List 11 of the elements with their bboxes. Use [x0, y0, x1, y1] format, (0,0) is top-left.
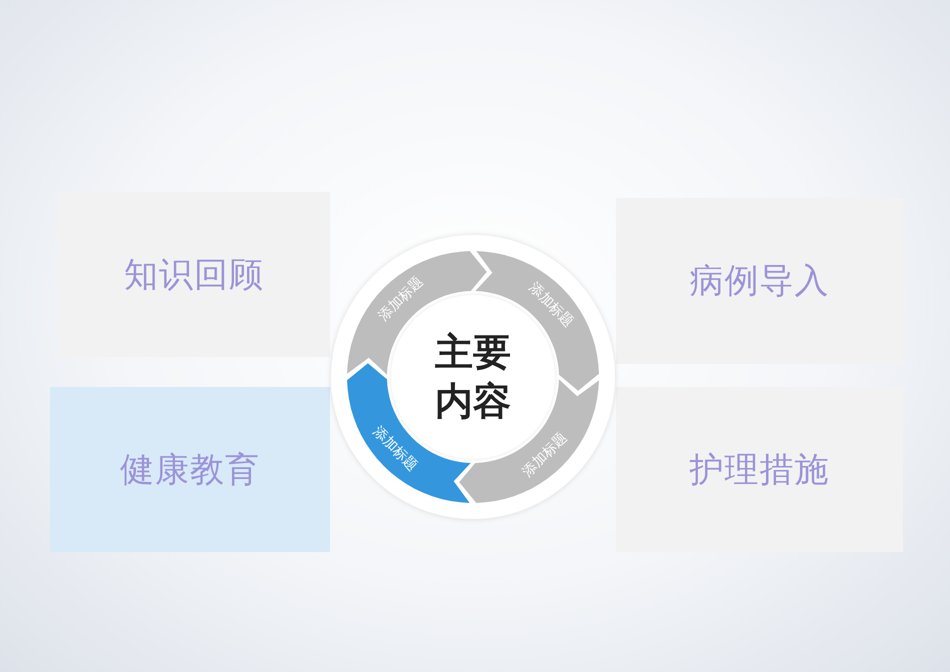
topic-title: 病例导入: [690, 260, 830, 303]
topic-title: 知识回顾: [124, 254, 264, 296]
topic-title: 护理措施: [690, 448, 830, 492]
segment-label: 添加标题: [374, 273, 427, 326]
topic-card: [616, 387, 903, 552]
segment-label: 添加标题: [369, 423, 422, 476]
topic-card: [50, 387, 330, 552]
topic-title: 健康教育: [120, 448, 260, 492]
segment-label: 添加标题: [519, 428, 572, 481]
center-title: 主要内容: [434, 328, 512, 425]
segment-label: 添加标题: [524, 278, 577, 331]
